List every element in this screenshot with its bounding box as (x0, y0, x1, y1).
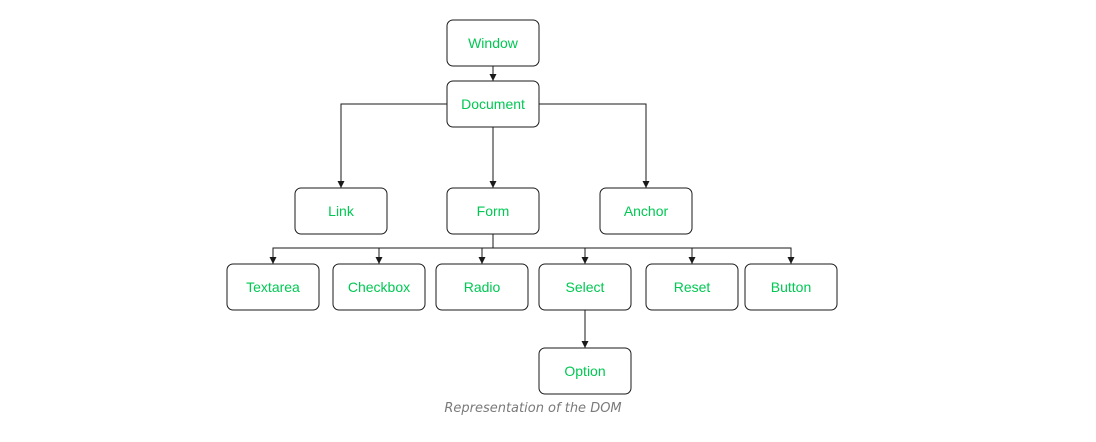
node-box (446, 80, 540, 128)
node-box (645, 263, 739, 311)
edge-document-to-link (337, 103, 447, 188)
node-box (226, 263, 320, 311)
diagram-caption: Representation of the DOM (444, 401, 622, 416)
node-label: Option (564, 363, 605, 379)
node-reset: Reset (645, 263, 739, 311)
node-label: Link (328, 203, 355, 219)
node-label: Document (461, 96, 525, 112)
node-box (446, 19, 540, 67)
node-label: Form (477, 203, 510, 219)
node-form: Form (446, 187, 540, 235)
node-box (538, 347, 632, 395)
edge-form-to-radio (478, 234, 494, 264)
node-box (332, 263, 426, 311)
node-label: Checkbox (348, 279, 410, 295)
edge-form-to-textarea (269, 234, 494, 264)
edge-document-to-anchor (539, 103, 650, 188)
node-button: Button (744, 263, 838, 311)
node-box (294, 187, 388, 235)
edge-form-to-select (492, 234, 589, 264)
node-link: Link (294, 187, 388, 235)
node-label: Reset (674, 279, 711, 295)
edges-layer (269, 66, 795, 348)
edge-form-to-button (492, 234, 795, 264)
node-label: Select (566, 279, 605, 295)
node-document: Document (446, 80, 540, 128)
node-box (599, 187, 693, 235)
node-window: Window (446, 19, 540, 67)
node-box (538, 263, 632, 311)
node-textarea: Textarea (226, 263, 320, 311)
node-box (435, 263, 529, 311)
edge-form-to-checkbox (375, 234, 494, 264)
node-label: Button (771, 279, 811, 295)
node-box (744, 263, 838, 311)
edge-form-to-reset (492, 234, 696, 264)
node-label: Anchor (624, 203, 669, 219)
node-label: Window (468, 35, 519, 51)
node-anchor: Anchor (599, 187, 693, 235)
node-box (446, 187, 540, 235)
node-option: Option (538, 347, 632, 395)
node-radio: Radio (435, 263, 529, 311)
node-checkbox: Checkbox (332, 263, 426, 311)
node-select: Select (538, 263, 632, 311)
node-label: Radio (464, 279, 501, 295)
node-label: Textarea (246, 279, 300, 295)
